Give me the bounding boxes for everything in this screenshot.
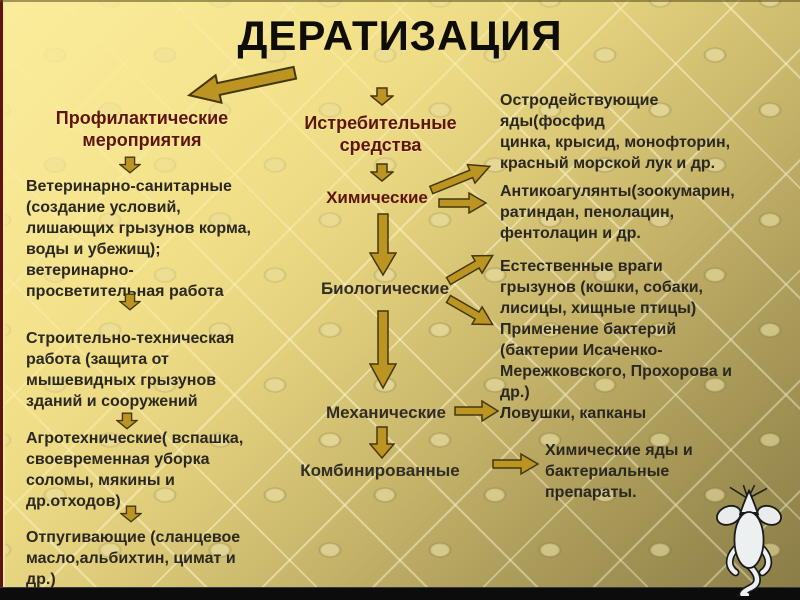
middle-label-chemical: Химические [326, 188, 428, 207]
right-item-combined-preparations: Химические яды и бактериальные препараты… [545, 442, 693, 501]
middle-label-biological: Биологические [320, 279, 450, 298]
left-item-construction: Строительно-техническая работа (защита о… [26, 330, 235, 410]
arrow-down-icon [120, 505, 142, 523]
arrow-right-icon [454, 400, 500, 422]
middle-label-mechanical: Механические [326, 403, 446, 422]
arrow-right-icon [438, 192, 488, 214]
right-item-natural-enemies: Естественные враги грызунов (кошки, соба… [500, 258, 703, 317]
arrow-down-icon [116, 412, 138, 430]
left-item-agrotechnical: Агротехнические( вспашка, своевременная … [26, 430, 244, 510]
right-item-anticoagulants: Антикоагулянты(зоокумарин, ратиндан, пен… [500, 183, 735, 242]
arrow-down-icon [119, 156, 141, 174]
top-edge-line [0, 0, 800, 2]
right-item-acute-poisons: Остродействующие яды(фосфид цинка, крыси… [500, 92, 731, 172]
left-column-header: Профилактические мероприятия [55, 108, 229, 150]
left-item-repellent: Отпугивающие (сланцевое масло,альбихтин,… [26, 529, 241, 588]
arrow-down-right-icon [445, 294, 494, 326]
arrow-left-down-icon [186, 65, 298, 105]
arrow-down-icon [370, 163, 394, 182]
arrow-right-icon [492, 452, 540, 476]
left-edge-stripe [0, 0, 3, 600]
arrow-up-right-icon [445, 254, 494, 286]
left-item-veterinary: Ветеринарно-санитарные (создание условий… [26, 178, 251, 300]
middle-label-combined: Комбинированные [300, 461, 460, 480]
right-item-traps: Ловушки, капканы [500, 405, 647, 422]
slide-title: ДЕРАТИЗАЦИЯ [237, 12, 563, 59]
left-edge-highlight [3, 0, 5, 600]
bottom-black-bar [0, 587, 800, 600]
arrow-down-icon [369, 426, 395, 460]
arrow-up-right-icon [428, 163, 492, 195]
arrow-down-long-icon [369, 213, 397, 277]
arrow-down-icon [119, 293, 141, 311]
right-item-bacteria: Применение бактерий (бактерии Исаченко- … [500, 321, 732, 401]
arrow-down-icon [370, 87, 394, 106]
mouse-icon [716, 484, 782, 596]
arrow-down-long-icon [369, 310, 397, 390]
middle-column-header: Истребительные средства [304, 113, 457, 155]
